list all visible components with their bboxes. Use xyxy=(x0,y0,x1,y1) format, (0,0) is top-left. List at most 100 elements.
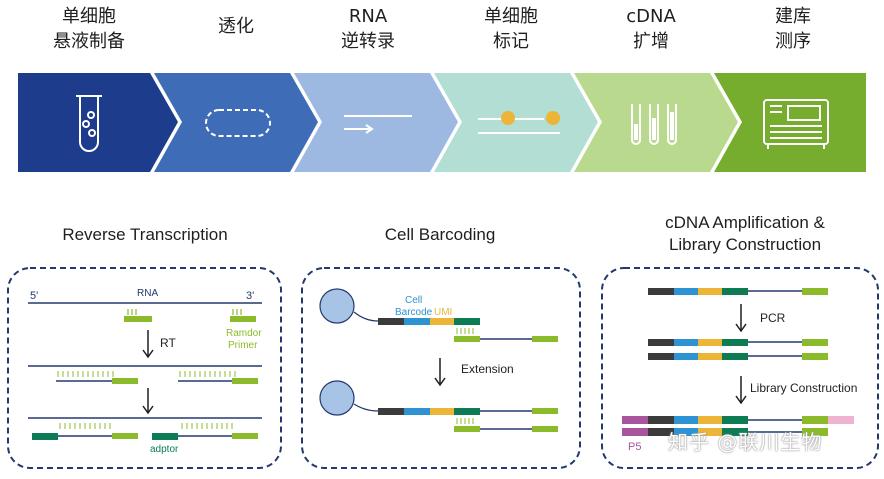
tubes-icon xyxy=(631,104,677,145)
adaptor-segment xyxy=(648,353,674,360)
adaptor-segment xyxy=(32,433,58,440)
down-arrow-icon xyxy=(735,304,747,333)
index-segment xyxy=(828,416,854,424)
test-tube-icon xyxy=(76,95,102,152)
mrna-end-segment xyxy=(532,426,558,432)
step-label-cell-labeling: 单细胞 标记 xyxy=(484,6,538,52)
adaptor-segment xyxy=(378,408,404,415)
mrna-end-segment xyxy=(532,336,558,342)
adaptor-segment xyxy=(648,416,674,424)
three-prime-label: 3' xyxy=(246,290,254,302)
rt-label: RT xyxy=(160,336,176,350)
polyt-segment xyxy=(722,416,748,424)
library-construction-label: Library Construction xyxy=(750,381,857,395)
rt-panel-title: Reverse Transcription xyxy=(62,225,228,244)
random-primer-segment xyxy=(112,433,138,439)
polyt-segment xyxy=(722,339,748,346)
barcoding-panel-frame xyxy=(301,267,581,469)
adaptor-label: adptor xyxy=(150,444,179,455)
down-arrow-icon xyxy=(434,358,446,387)
primer-label-line2: Primer xyxy=(228,340,258,351)
cdna-end-segment xyxy=(802,353,828,360)
polyt-segment xyxy=(722,288,748,295)
random-primer-segment xyxy=(124,316,152,322)
gel-bead xyxy=(319,380,355,416)
bead-tether xyxy=(353,403,379,412)
gel-bead xyxy=(319,288,355,324)
bead-strand-icon xyxy=(478,111,560,134)
strand-arrow-icon xyxy=(344,115,412,134)
random-primer-segment xyxy=(112,378,138,384)
umi-segment xyxy=(430,408,454,415)
pipeline-step-cell-labeling xyxy=(434,73,598,172)
random-primer-segment xyxy=(230,316,256,322)
down-arrow-icon xyxy=(735,376,747,405)
pipeline-step-library-sequencing xyxy=(714,73,866,172)
step-label-cdna-amplification: cDNA 扩增 xyxy=(626,6,676,52)
adaptor-segment xyxy=(152,433,178,440)
down-arrow-icon xyxy=(142,330,154,359)
polyt-ticks xyxy=(456,418,474,424)
step-label-reverse-transcription: RNA 逆转录 xyxy=(341,6,395,52)
cdna-end-segment xyxy=(802,288,828,295)
mrna-tail-segment xyxy=(454,336,480,342)
primer-label-line1: Ramdor xyxy=(226,328,262,339)
cdna-end-segment xyxy=(802,339,828,346)
adaptor-segment xyxy=(378,318,404,325)
polyt-segment xyxy=(722,353,748,360)
polyt-segment xyxy=(454,318,480,325)
primer-ticks xyxy=(127,309,242,315)
down-arrow-icon xyxy=(142,388,154,415)
cdna-ticks xyxy=(57,371,236,377)
random-primer-segment xyxy=(232,378,258,384)
step-label-permeabilization: 透化 xyxy=(218,16,254,37)
dashed-cell-icon xyxy=(205,109,271,137)
sequencer-icon xyxy=(763,99,829,149)
p5-segment xyxy=(622,416,648,424)
bead-tether xyxy=(353,311,379,322)
extension-label: Extension xyxy=(461,362,514,376)
barcode-segment xyxy=(404,408,430,415)
watermark: 知乎 @联川生物 xyxy=(668,430,823,454)
cdna-ticks xyxy=(59,423,233,429)
polyt-segment xyxy=(722,428,748,436)
umi-segment xyxy=(698,416,722,424)
rt-panel-frame xyxy=(7,267,282,469)
cell-label: Cell xyxy=(405,295,422,306)
random-primer-segment xyxy=(232,433,258,439)
barcode-label: Barcode xyxy=(395,307,433,318)
adaptor-segment xyxy=(648,428,674,436)
umi-label: UMI xyxy=(434,307,452,318)
pcr-label: PCR xyxy=(760,311,786,325)
five-prime-label: 5' xyxy=(30,290,38,302)
polyt-segment xyxy=(454,408,480,415)
umi-segment xyxy=(698,288,722,295)
barcode-segment xyxy=(674,416,698,424)
cdna-end-segment xyxy=(532,408,558,414)
pipeline-banner xyxy=(18,73,866,172)
umi-segment xyxy=(698,428,722,436)
pipeline-step-reverse-transcription xyxy=(294,73,458,172)
adaptor-segment xyxy=(648,288,674,295)
p5-label: P5 xyxy=(628,441,641,453)
step-label-suspension: 单细胞 悬液制备 xyxy=(53,6,125,52)
amplification-panel-frame xyxy=(601,267,879,469)
umi-segment xyxy=(430,318,454,325)
pipeline-step-permeabilization xyxy=(154,73,318,172)
amplification-panel-title: cDNA Amplification & Library Constructio… xyxy=(665,213,825,254)
barcode-segment xyxy=(674,288,698,295)
step-label-library-sequencing: 建库 测序 xyxy=(775,6,811,52)
p5-segment xyxy=(622,428,648,436)
polyt-ticks xyxy=(456,328,474,334)
barcoding-panel-title: Cell Barcoding xyxy=(384,225,496,244)
barcode-segment xyxy=(674,353,698,360)
adaptor-segment xyxy=(648,339,674,346)
rna-label: RNA xyxy=(137,288,158,299)
barcode-segment xyxy=(674,428,698,436)
barcode-segment xyxy=(674,339,698,346)
umi-segment xyxy=(698,353,722,360)
cdna-end-segment xyxy=(802,428,828,436)
mrna-tail-segment xyxy=(454,426,480,432)
umi-segment xyxy=(698,339,722,346)
